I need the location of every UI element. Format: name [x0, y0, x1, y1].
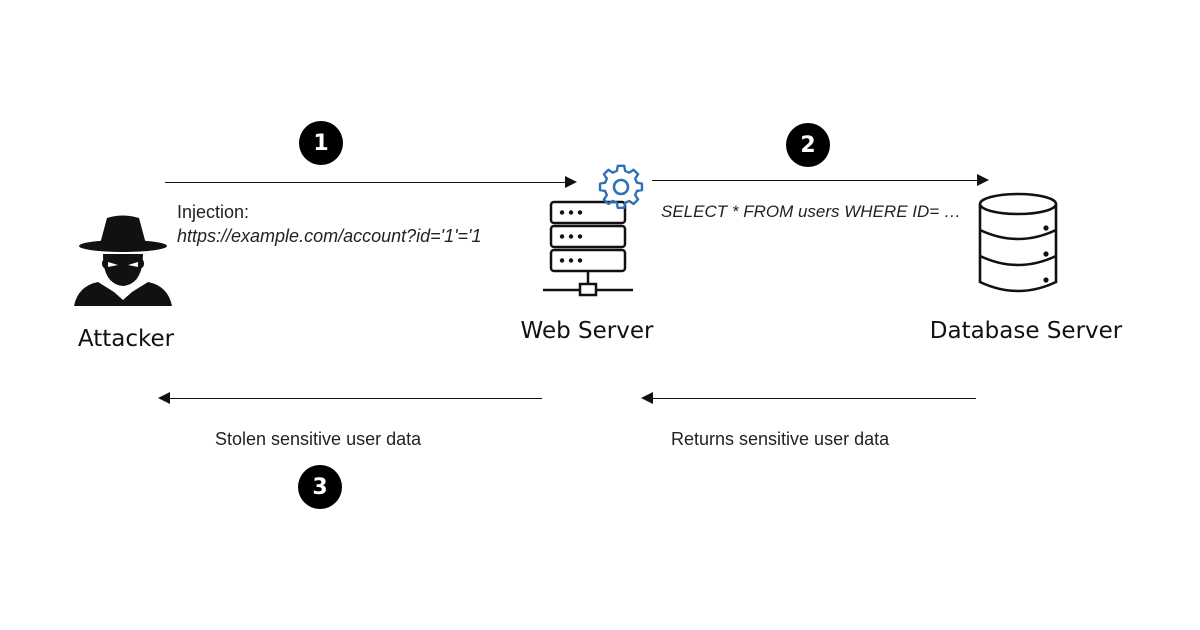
gear-icon — [598, 164, 644, 210]
sql-query-text: SELECT * FROM users WHERE ID= … — [661, 202, 961, 221]
hacker-icon — [74, 215, 172, 306]
step-badge-3: 3 — [298, 465, 342, 509]
arrow-attacker-to-webserver — [165, 176, 577, 188]
arrow-database-to-webserver — [641, 392, 976, 404]
arrow-webserver-to-database — [652, 174, 989, 186]
arrow-webserver-to-attacker — [158, 392, 542, 404]
step-badge-2: 2 — [786, 123, 830, 167]
database-icon — [978, 192, 1058, 293]
database-server-label: Database Server — [929, 318, 1123, 344]
server-icon — [543, 200, 633, 297]
stolen-data-text: Stolen sensitive user data — [215, 429, 422, 449]
injection-url: https://example.com/account?id='1'='1 — [177, 226, 482, 246]
injection-title: Injection: — [177, 202, 250, 222]
attacker-label: Attacker — [77, 326, 175, 352]
step-badge-1: 1 — [299, 121, 343, 165]
returns-data-text: Returns sensitive user data — [671, 429, 890, 449]
web-server-label: Web Server — [520, 318, 654, 344]
